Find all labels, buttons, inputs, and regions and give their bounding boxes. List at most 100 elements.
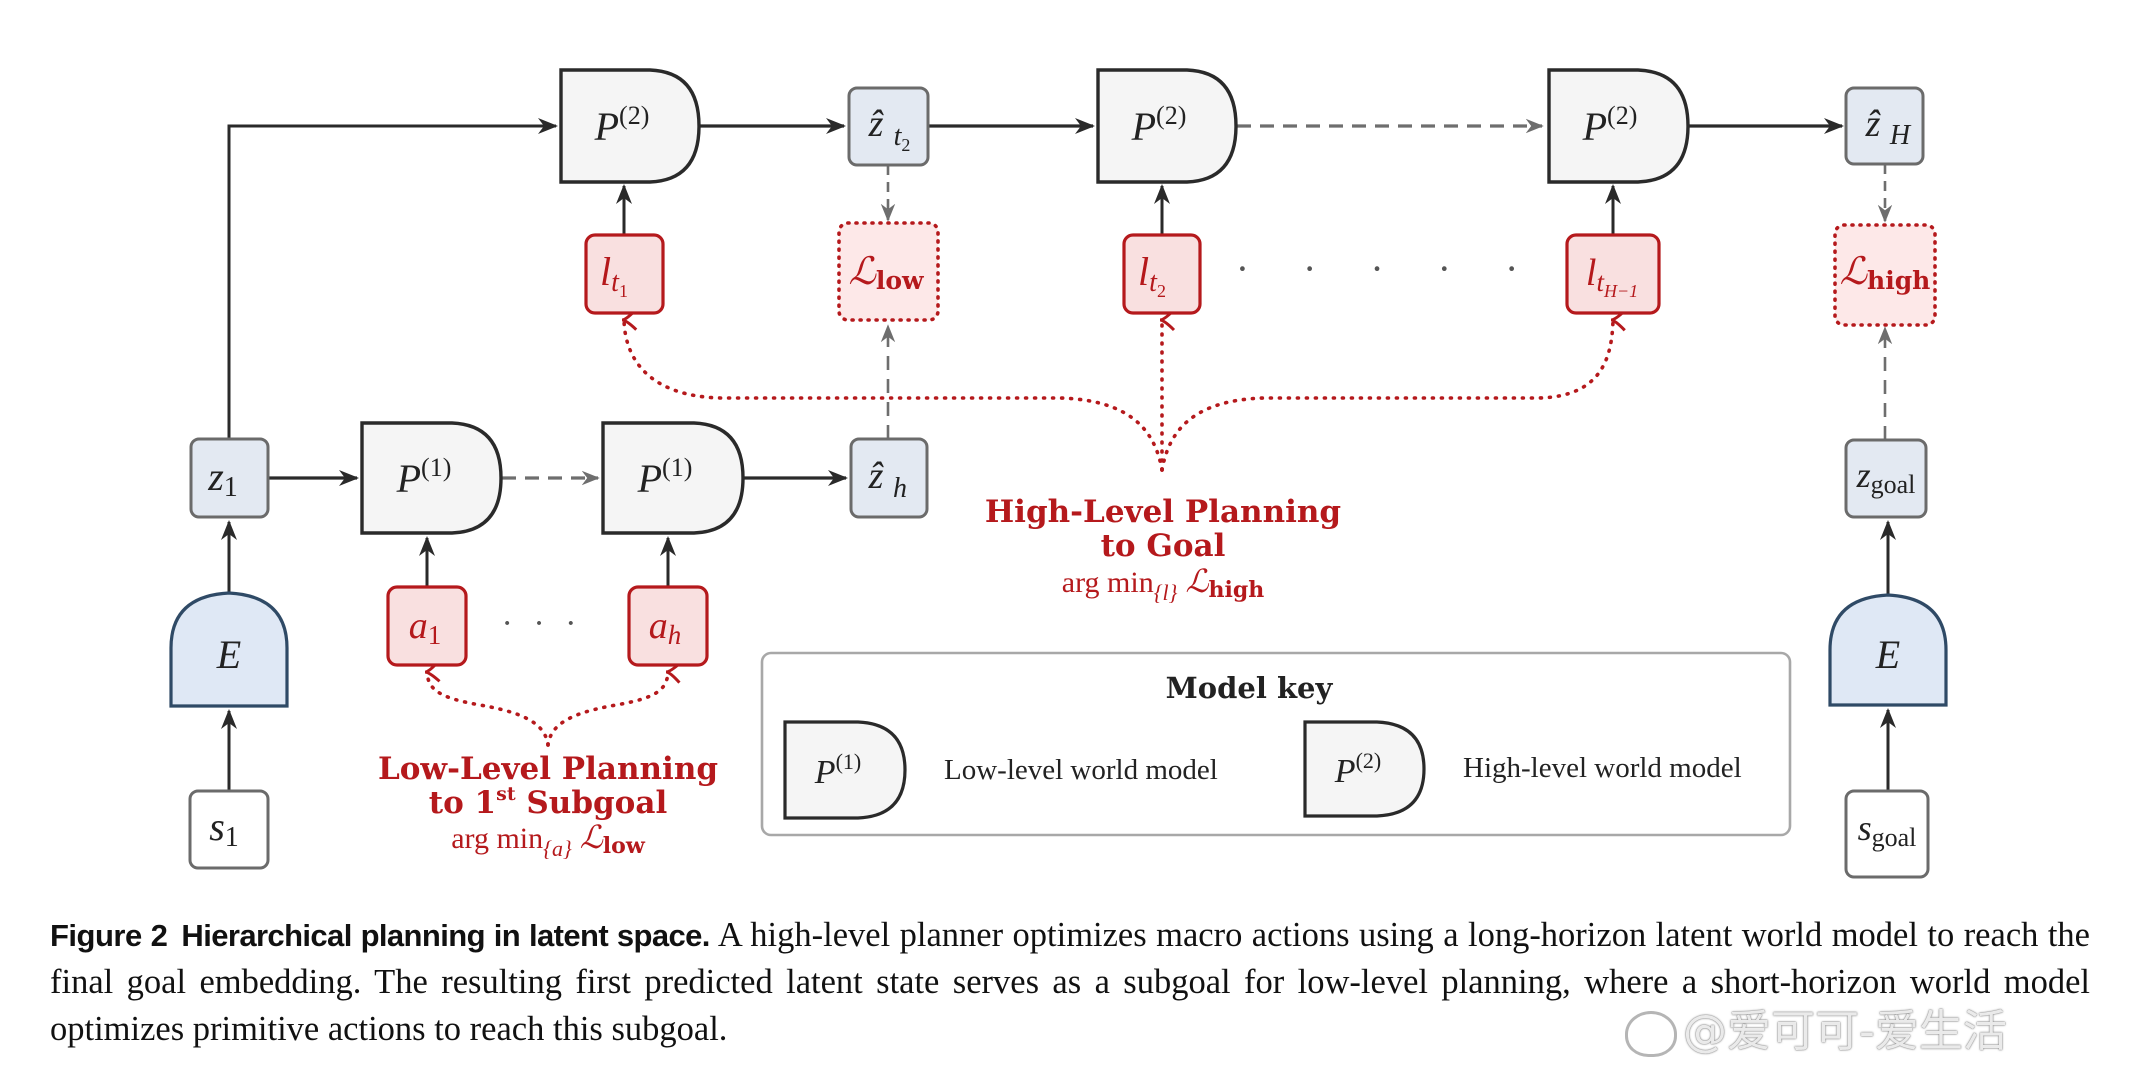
p1-first-node: P(1) xyxy=(360,421,503,535)
svg-text:P(2): P(2) xyxy=(1582,101,1638,149)
model-key-p2-description: High-level world model xyxy=(1463,752,1742,784)
lt2-sub: t xyxy=(1149,267,1158,298)
model-key-p2-sup: (2) xyxy=(1356,748,1382,773)
svg-text:P(2): P(2) xyxy=(594,101,650,149)
watermark: @爱可可-爱生活 xyxy=(1625,995,2007,1059)
p1-second-sup: (1) xyxy=(662,453,692,482)
model-key-p2-symbol: P xyxy=(1334,753,1356,790)
s1-symbol: s xyxy=(209,804,225,849)
zhat-t2-sub: t xyxy=(894,121,903,152)
ah-sub: h xyxy=(668,620,682,650)
low-level-label-line1: Low-Level Planning xyxy=(378,751,718,787)
low-level-planning-label: Low-Level Planning to 1st Subgoal arg mi… xyxy=(378,751,718,861)
low-level-loss-sub: low xyxy=(603,833,646,859)
loss-high-node: ℒhigh xyxy=(1833,223,1937,327)
lt1-node: lt1 xyxy=(584,233,665,315)
zhat-h-sub: h xyxy=(893,473,907,504)
model-key-title: Model key xyxy=(1166,671,1334,705)
zhat-t2-subsub: 2 xyxy=(901,135,910,155)
svg-text:ẑ: ẑ xyxy=(1865,103,1882,145)
svg-text:P(2): P(2) xyxy=(1334,748,1381,790)
sgoal-symbol: s xyxy=(1858,808,1872,848)
ltH1-subsub: H−1 xyxy=(1603,281,1638,301)
connectors xyxy=(221,118,1896,791)
model-key-p1-description: Low-level world model xyxy=(944,754,1218,786)
low-level-label-line2-prefix: to 1 xyxy=(429,785,496,821)
loss-high-sub: high xyxy=(1867,266,1930,295)
zgoal-node: zgoal xyxy=(1844,438,1928,519)
model-key-p1-symbol: P xyxy=(814,754,836,791)
ah-node: ah xyxy=(627,585,709,667)
p2-second-symbol: P xyxy=(1131,104,1156,149)
low-level-label-line2-sup: st xyxy=(496,783,516,805)
svg-text:z1: z1 xyxy=(207,454,238,503)
p1-first-symbol: P xyxy=(396,456,421,501)
high-level-ellipsis: · · · · · xyxy=(1236,246,1541,291)
a1-symbol: a xyxy=(409,605,428,647)
caption-figure-title: Hierarchical planning in latent space. xyxy=(181,918,710,953)
ltH1-symbol: l xyxy=(1586,252,1597,294)
p2-first-sup: (2) xyxy=(619,101,649,130)
weibo-logo-icon xyxy=(1625,1011,1677,1057)
svg-text:ℒhigh: ℒhigh xyxy=(1840,251,1931,295)
p2-first-node: P(2) xyxy=(559,68,701,184)
high-level-curve-to-ltH1 xyxy=(1160,320,1613,472)
a1-sub: 1 xyxy=(428,620,442,650)
lt2-subsub: 2 xyxy=(1157,281,1166,301)
s1-node: s1 xyxy=(188,789,270,870)
high-level-loss-sub: high xyxy=(1208,577,1264,603)
svg-text:P(1): P(1) xyxy=(396,453,452,501)
encoder-left-node: E xyxy=(169,591,289,708)
high-level-loss-symbol: ℒ xyxy=(1185,563,1209,599)
high-level-planning-label: High-Level Planning to Goal arg min{l} ℒh… xyxy=(985,494,1341,605)
svg-text:t2: t2 xyxy=(894,121,911,155)
svg-text:arg min{a}ℒlow: arg min{a} ℒlow xyxy=(451,819,646,861)
svg-text:lt1: lt1 xyxy=(600,249,628,301)
s1-sub: 1 xyxy=(225,822,239,853)
lt2-node: lt2 xyxy=(1122,233,1202,315)
zhat-H-symbol: ẑ xyxy=(1865,103,1882,145)
p1-second-node: P(1) xyxy=(601,421,745,535)
sgoal-sub: goal xyxy=(1872,823,1917,852)
encoder-left-label: E xyxy=(216,632,241,677)
figure-caption: Figure 2 Hierarchical planning in latent … xyxy=(50,912,2090,1053)
svg-text:ltH−1: ltH−1 xyxy=(1586,252,1638,301)
caption-figure-label: Figure 2 xyxy=(50,918,168,953)
svg-text:ah: ah xyxy=(649,605,682,650)
zhat-H-sub: H xyxy=(1889,120,1912,151)
zgoal-symbol: z xyxy=(1856,455,1871,495)
model-key-item-high-level: P(2) High-level world model xyxy=(1303,720,1742,818)
svg-text:h: h xyxy=(893,473,907,504)
ltH1-sub: t xyxy=(1596,267,1605,297)
zhat-t2-node: ẑ t2 xyxy=(847,86,930,167)
lt2-symbol: l xyxy=(1138,249,1149,294)
p1-first-sup: (1) xyxy=(421,453,451,482)
low-level-argmin: arg min xyxy=(451,822,543,855)
high-level-label-line2: to Goal xyxy=(1101,528,1226,564)
loss-low-node: ℒlow xyxy=(837,221,940,322)
watermark-text: @爱可可-爱生活 xyxy=(1683,1006,2007,1057)
svg-text:to 1st Subgoal: to 1st Subgoal xyxy=(429,783,667,821)
low-level-loss-symbol: ℒ xyxy=(580,819,604,855)
low-level-argmin-sub: {a} xyxy=(543,836,572,861)
high-level-argmin-sub: {l} xyxy=(1154,580,1178,605)
lt1-symbol: l xyxy=(600,249,611,294)
zhat-h-node: ẑ h xyxy=(849,437,929,519)
loss-low-symbol: ℒ xyxy=(848,251,877,293)
svg-text:zgoal: zgoal xyxy=(1856,455,1916,499)
encoder-right-node: E xyxy=(1828,593,1948,707)
zgoal-sub: goal xyxy=(1871,470,1916,499)
p2-last-node: P(2) xyxy=(1547,68,1690,184)
svg-text:H: H xyxy=(1889,120,1912,151)
high-level-label-line1: High-Level Planning xyxy=(985,494,1341,530)
model-key-item-low-level: P(1) Low-level world model xyxy=(783,720,1218,820)
z1-symbol: z xyxy=(207,454,224,499)
svg-text:P(1): P(1) xyxy=(814,749,861,791)
svg-text:sgoal: sgoal xyxy=(1858,808,1917,852)
lt1-subsub: 1 xyxy=(619,281,628,301)
zhat-t2-symbol: ẑ xyxy=(868,103,885,145)
high-level-curve-to-lt1 xyxy=(624,320,1164,472)
svg-text:lt2: lt2 xyxy=(1138,249,1166,301)
svg-text:ẑ: ẑ xyxy=(868,103,885,145)
high-level-argmin: arg min xyxy=(1062,566,1154,599)
